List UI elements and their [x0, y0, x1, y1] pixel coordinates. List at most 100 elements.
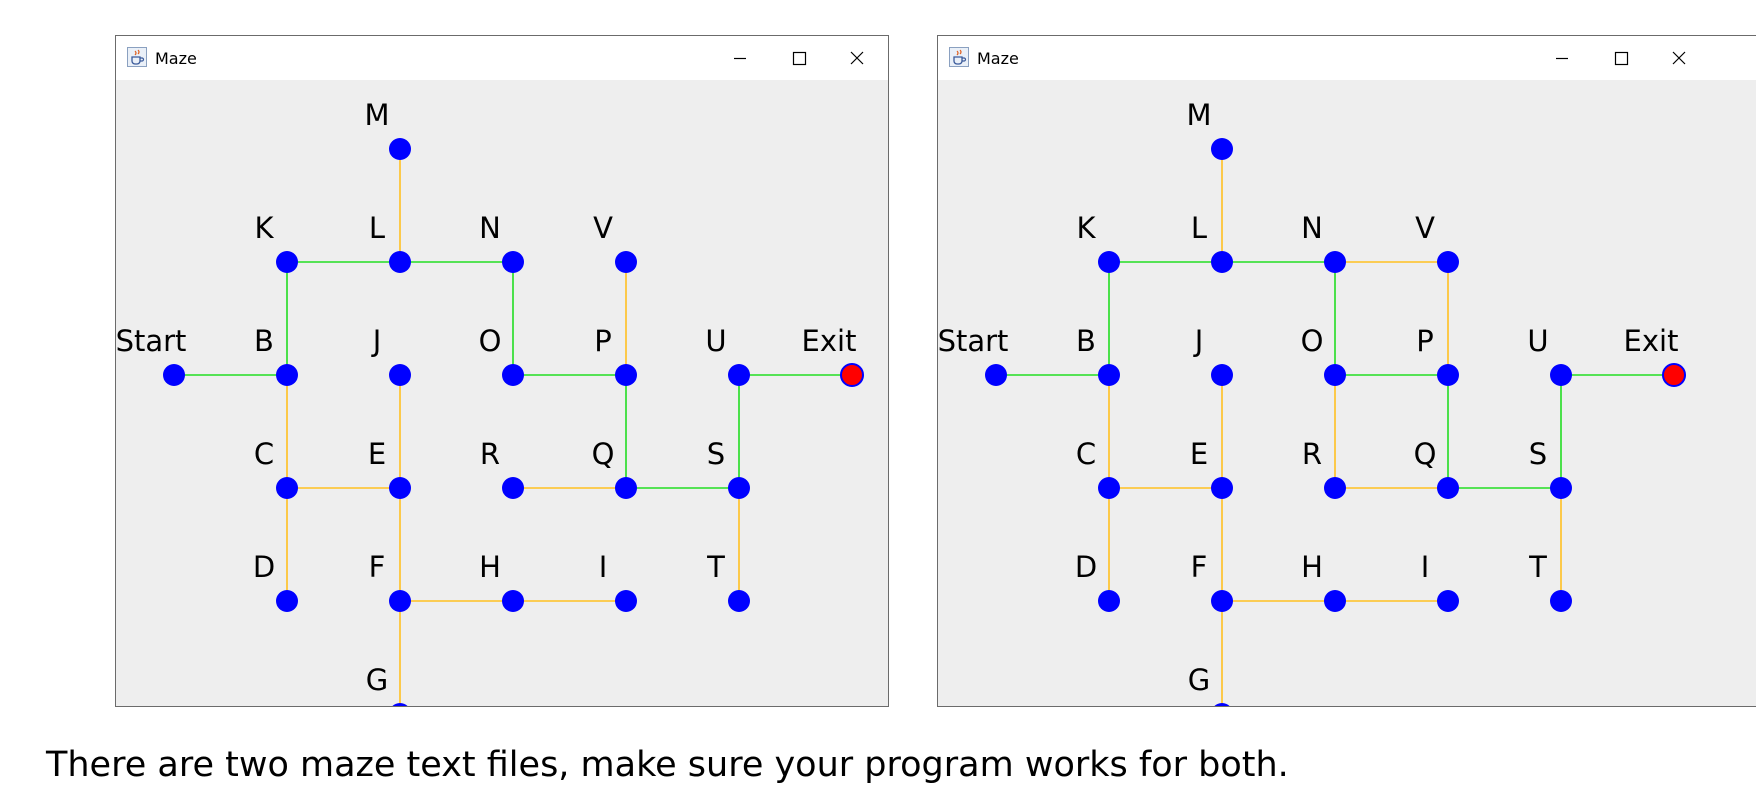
- title-bar[interactable]: Maze: [116, 36, 888, 80]
- node-U: [728, 364, 750, 386]
- maximize-button[interactable]: [766, 36, 832, 80]
- node-label-U: U: [1527, 324, 1548, 358]
- node-S: [1550, 477, 1572, 499]
- java-coffee-cup-icon: [127, 47, 147, 67]
- node-V: [1437, 251, 1459, 273]
- node-label-C: C: [254, 437, 274, 471]
- maximize-button[interactable]: [1588, 36, 1654, 80]
- node-label-U: U: [705, 324, 726, 358]
- node-N: [502, 251, 524, 273]
- close-icon: [1672, 51, 1686, 65]
- node-label-Q: Q: [592, 437, 615, 471]
- close-button[interactable]: [824, 36, 888, 80]
- node-label-Start: Start: [116, 324, 186, 358]
- node-label-I: I: [1421, 550, 1430, 584]
- node-label-T: T: [1528, 550, 1547, 584]
- node-Q: [1437, 477, 1459, 499]
- node-Q: [615, 477, 637, 499]
- node-label-P: P: [1416, 324, 1434, 358]
- node-O: [1324, 364, 1346, 386]
- node-C: [1098, 477, 1120, 499]
- node-H: [502, 590, 524, 612]
- node-C: [276, 477, 298, 499]
- window-title: Maze: [977, 49, 1019, 68]
- node-label-B: B: [254, 324, 274, 358]
- node-label-S: S: [707, 437, 725, 471]
- node-E: [389, 477, 411, 499]
- node-R: [1324, 477, 1346, 499]
- node-label-F: F: [1191, 550, 1208, 584]
- node-F: [1211, 590, 1233, 612]
- node-label-N: N: [479, 211, 501, 245]
- minimize-icon: [734, 57, 746, 60]
- node-P: [1437, 364, 1459, 386]
- node-label-N: N: [1301, 211, 1323, 245]
- node-O: [502, 364, 524, 386]
- node-label-I: I: [599, 550, 608, 584]
- edges: [174, 149, 852, 706]
- edges: [996, 149, 1674, 706]
- node-G: [392, 703, 408, 706]
- node-label-J: J: [1193, 324, 1204, 358]
- node-T: [728, 590, 750, 612]
- node-J: [389, 364, 411, 386]
- node-Exit: [1662, 363, 1686, 387]
- node-I: [1437, 590, 1459, 612]
- node-H: [1324, 590, 1346, 612]
- node-Exit: [840, 363, 864, 387]
- node-label-M: M: [364, 98, 389, 132]
- close-button[interactable]: [1646, 36, 1712, 80]
- node-D: [276, 590, 298, 612]
- node-label-T: T: [706, 550, 725, 584]
- minimize-icon: [1556, 57, 1568, 60]
- node-Start: [985, 364, 1007, 386]
- node-label-D: D: [253, 550, 275, 584]
- minimize-button[interactable]: [1529, 36, 1595, 80]
- node-Start: [163, 364, 185, 386]
- node-label-B: B: [1076, 324, 1096, 358]
- node-K: [1098, 251, 1120, 273]
- node-D: [1098, 590, 1120, 612]
- node-label-E: E: [1190, 437, 1208, 471]
- node-label-M: M: [1186, 98, 1211, 132]
- node-label-G: G: [366, 663, 388, 697]
- node-label-G: G: [1188, 663, 1210, 697]
- maximize-icon: [1614, 51, 1629, 66]
- minimize-button[interactable]: [707, 36, 773, 80]
- node-label-Exit: Exit: [802, 324, 857, 358]
- node-label-P: P: [594, 324, 612, 358]
- node-label-V: V: [1415, 211, 1435, 245]
- node-label-E: E: [368, 437, 386, 471]
- node-I: [615, 590, 637, 612]
- node-label-L: L: [369, 211, 385, 245]
- window-title: Maze: [155, 49, 197, 68]
- node-J: [1211, 364, 1233, 386]
- node-label-D: D: [1075, 550, 1097, 584]
- node-label-R: R: [480, 437, 500, 471]
- node-label-K: K: [254, 211, 274, 245]
- maximize-icon: [792, 51, 807, 66]
- node-label-Exit: Exit: [1624, 324, 1679, 358]
- node-F: [389, 590, 411, 612]
- node-L: [1211, 251, 1233, 273]
- node-label-R: R: [1302, 437, 1322, 471]
- node-M: [389, 138, 411, 160]
- title-bar[interactable]: Maze: [938, 36, 1756, 80]
- node-label-H: H: [1301, 550, 1323, 584]
- caption-text: There are two maze text files, make sure…: [46, 745, 1289, 785]
- node-label-F: F: [369, 550, 386, 584]
- node-B: [276, 364, 298, 386]
- node-label-Q: Q: [1414, 437, 1437, 471]
- node-N: [1324, 251, 1346, 273]
- node-label-J: J: [371, 324, 382, 358]
- node-label-H: H: [479, 550, 501, 584]
- node-T: [1550, 590, 1572, 612]
- close-icon: [850, 51, 864, 65]
- node-S: [728, 477, 750, 499]
- node-label-O: O: [1301, 324, 1324, 358]
